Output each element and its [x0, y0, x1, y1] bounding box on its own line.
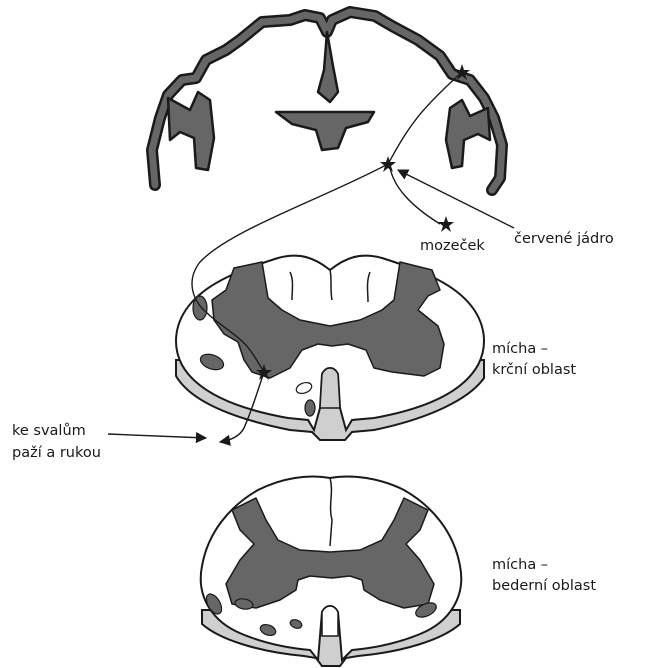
- label-cerebellum: mozeček: [420, 237, 485, 256]
- label-muscles-line1: ke svalům: [12, 422, 86, 441]
- lumbar-central-canal: [322, 606, 338, 636]
- label-red-nucleus: červené jádro: [514, 230, 614, 249]
- label-cervical-line1: mícha –: [492, 340, 548, 359]
- lumbar-cord: [201, 477, 461, 667]
- right-lateral-sulcus: [446, 100, 490, 168]
- brain-section: [152, 12, 502, 190]
- corpus-callosum: [276, 112, 374, 150]
- cervical-cord: [176, 256, 484, 440]
- red-nucleus-to-cerebellum-path: [390, 168, 440, 224]
- cervical-tract-3: [305, 400, 315, 416]
- star-icon-cerebellum: [438, 216, 454, 232]
- label-lumbar-line1: mícha –: [492, 556, 548, 575]
- label-lumbar-line2: bederní oblast: [492, 577, 596, 596]
- left-lateral-sulcus: [168, 92, 214, 170]
- cervical-tract-1: [193, 296, 207, 320]
- central-sulcus: [318, 32, 338, 102]
- label-muscles-line2: paží a rukou: [12, 444, 101, 463]
- label-cervical-line2: krční oblast: [492, 361, 576, 380]
- muscles-pointer: [108, 434, 206, 438]
- star-icon-red-nucleus: [380, 156, 396, 172]
- cervical-central-canal: [320, 368, 340, 408]
